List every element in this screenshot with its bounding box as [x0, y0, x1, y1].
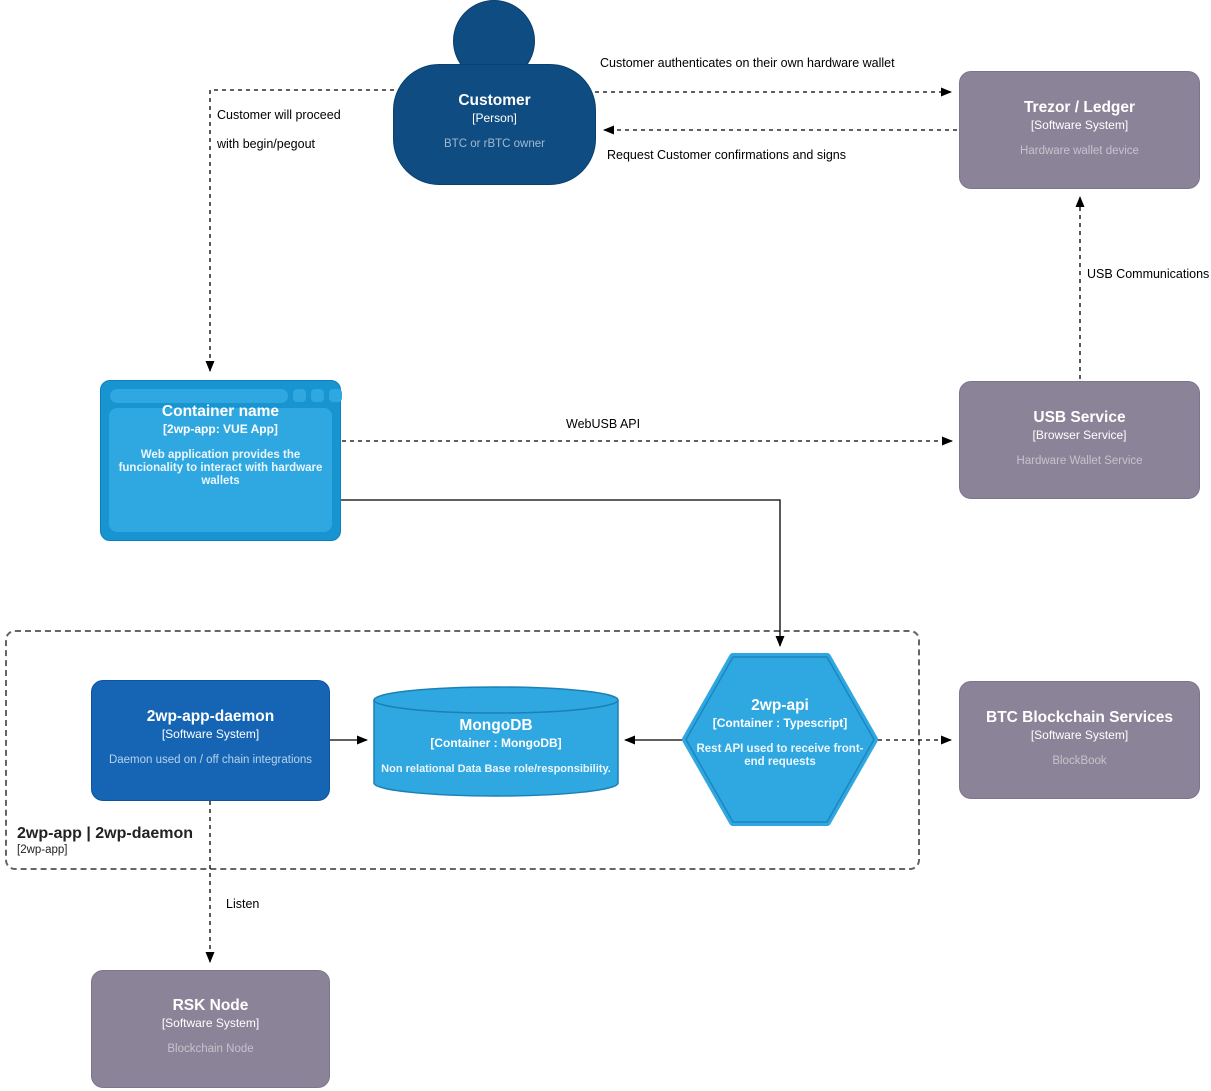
node-subtitle: [Container : Typescript]	[712, 716, 848, 730]
node-subtitle: [Software System]	[161, 1016, 260, 1030]
database-cylinder-icon	[373, 686, 619, 797]
node-rsk-node[interactable]: RSK Node [Software System] Blockchain No…	[91, 970, 330, 1088]
edge-customer-to-webapp	[205, 89, 394, 372]
node-subtitle: [Container : MongoDB]	[430, 736, 562, 750]
node-description: BTC or rBTC owner	[444, 138, 545, 150]
node-mongodb[interactable]: MongoDB [Container : MongoDB] Non relati…	[373, 686, 619, 797]
node-description: Hardware wallet device	[1020, 145, 1139, 157]
node-subtitle: [2wp-app: VUE App]	[163, 422, 278, 436]
node-2wp-app-daemon[interactable]: 2wp-app-daemon [Software System] Daemon …	[91, 680, 330, 801]
node-subtitle: [Person]	[472, 111, 517, 125]
label-listen: Listen	[226, 897, 259, 911]
label-authenticates: Customer authenticates on their own hard…	[600, 56, 895, 70]
node-description: Blockchain Node	[167, 1043, 254, 1055]
boundary-subtitle: [2wp-app]	[17, 844, 68, 856]
browser-address-bar	[110, 389, 288, 403]
node-title: RSK Node	[172, 997, 249, 1014]
label-usb-communications: USB Communications	[1087, 267, 1209, 281]
node-usb-service[interactable]: USB Service [Browser Service] Hardware W…	[959, 381, 1200, 499]
browser-button-icon	[329, 389, 342, 402]
node-trezor-ledger[interactable]: Trezor / Ledger [Software System] Hardwa…	[959, 71, 1200, 189]
node-title: Customer	[458, 92, 531, 109]
node-webapp-container[interactable]: Container name [2wp-app: VUE App] Web ap…	[100, 380, 342, 541]
node-subtitle: [Browser Service]	[1032, 428, 1127, 442]
boundary-title: 2wp-app | 2wp-daemon	[17, 825, 194, 842]
label-proceed-line1: Customer will proceed	[217, 108, 341, 122]
node-title: 2wp-api	[751, 697, 809, 714]
edge-webapp-to-api	[341, 499, 785, 647]
node-subtitle: [Software System]	[161, 727, 260, 741]
node-title: MongoDB	[459, 717, 533, 734]
node-text: MongoDB [Container : MongoDB] Non relati…	[373, 686, 619, 776]
node-title: 2wp-app-daemon	[146, 708, 275, 725]
label-webusb-api: WebUSB API	[566, 417, 640, 431]
node-subtitle: [Software System]	[1030, 728, 1129, 742]
node-2wp-api[interactable]: 2wp-api [Container : Typescript] Rest AP…	[682, 653, 878, 826]
node-text: Container name [2wp-app: VUE App] Web ap…	[101, 381, 340, 488]
node-description: Rest API used to receive front-end reque…	[696, 743, 864, 768]
browser-content-panel	[109, 408, 332, 532]
node-title: BTC Blockchain Services	[986, 709, 1173, 726]
browser-button-icon	[311, 389, 324, 402]
node-title: Container name	[161, 403, 280, 420]
label-proceed-line2: with begin/pegout	[216, 137, 316, 151]
node-description: Hardware Wallet Service	[1016, 455, 1143, 467]
node-description: Non relational Data Base role/responsibi…	[381, 763, 611, 775]
node-customer[interactable]: Customer [Person] BTC or rBTC owner	[393, 64, 596, 185]
hexagon-icon	[682, 653, 878, 826]
node-title: Trezor / Ledger	[1023, 99, 1136, 116]
node-description: Web application provides the funcionalit…	[118, 449, 323, 487]
node-description: BlockBook	[1052, 755, 1107, 767]
node-subtitle: [Software System]	[1030, 118, 1129, 132]
node-description: Daemon used on / off chain integrations	[108, 754, 313, 766]
browser-button-icon	[293, 389, 306, 402]
boundary-label: 2wp-app | 2wp-daemon [2wp-app]	[17, 825, 193, 856]
node-text: 2wp-api [Container : Typescript] Rest AP…	[682, 653, 878, 769]
label-confirmations: Request Customer confirmations and signs	[607, 148, 846, 162]
node-title: USB Service	[1033, 409, 1126, 426]
node-btc-blockchain-services[interactable]: BTC Blockchain Services [Software System…	[959, 681, 1200, 799]
